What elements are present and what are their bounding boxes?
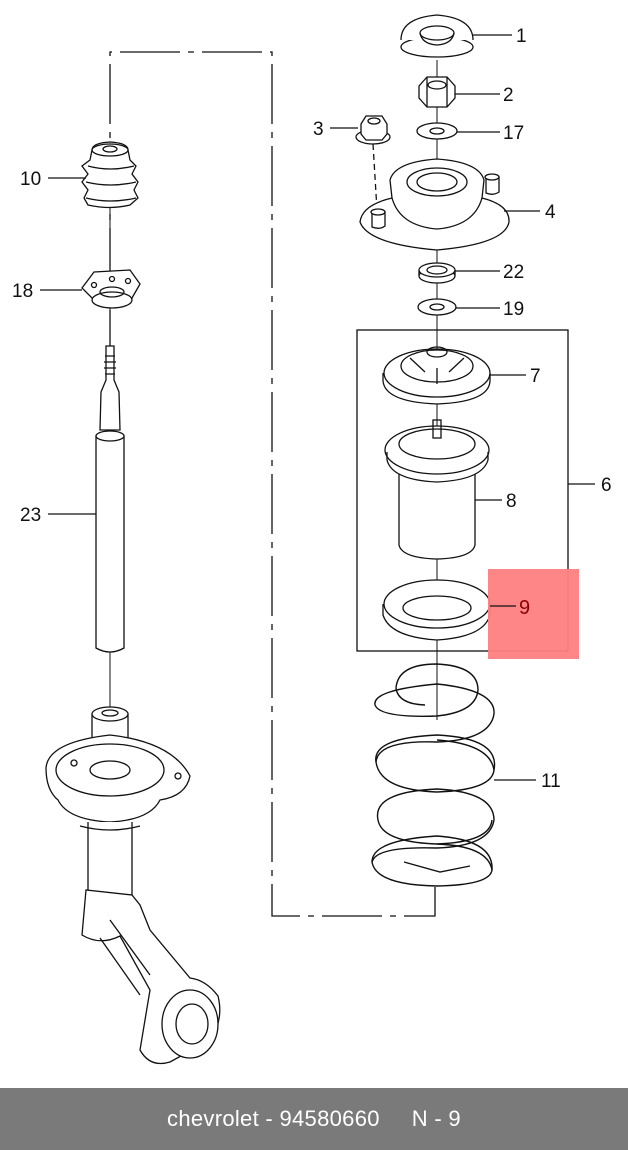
callout-7: 7	[530, 366, 541, 387]
callout-10: 10	[20, 169, 41, 190]
part-23-shock-absorber	[95, 345, 125, 653]
part-info-footer: chevrolet - 94580660 N - 9	[0, 1088, 628, 1150]
part-3-flange-nut	[355, 115, 391, 211]
callout-9: 9	[519, 597, 530, 619]
callout-19: 19	[503, 299, 524, 320]
part-7-bearing	[382, 346, 491, 405]
exploded-parts-diagram: 1 2 3 17 4 22 19 7 6 8 9 11 10 18 23	[12, 14, 612, 1065]
callout-23: 23	[20, 505, 41, 526]
callout-4: 4	[545, 202, 556, 223]
strut-housing-and-knuckle	[45, 706, 221, 1065]
footer-position-label: N - 9	[411, 1106, 461, 1131]
callout-2: 2	[503, 85, 514, 106]
callout-18: 18	[12, 281, 33, 302]
callout-1: 1	[516, 26, 527, 47]
footer-part-number: 94580660	[279, 1106, 380, 1131]
callout-labels: 1 2 3 17 4 22 19 7 6 8 9 11 10 18 23	[12, 26, 612, 792]
part-18-plate	[81, 269, 141, 309]
part-22-bushing	[418, 262, 456, 284]
callout-3: 3	[313, 119, 324, 140]
assembly-connector-line	[109, 51, 436, 917]
callout-8: 8	[506, 491, 517, 512]
part-9-spring-seat	[382, 579, 491, 641]
footer-brand: chevrolet	[167, 1106, 259, 1131]
callout-22: 22	[503, 262, 524, 283]
highlight-box-9	[488, 569, 579, 659]
part-4-strut-mount	[359, 158, 510, 251]
callout-17: 17	[503, 123, 524, 144]
part-2-nut	[418, 76, 456, 108]
leader-lines	[40, 34, 540, 781]
callout-11: 11	[541, 771, 561, 792]
part-8-dust-boot	[384, 419, 490, 560]
callout-6: 6	[601, 475, 612, 496]
part-10-bump-stop	[81, 141, 139, 209]
part-17-washer	[416, 122, 458, 140]
kit-6-bracket	[356, 329, 569, 652]
footer-separator: -	[265, 1106, 274, 1131]
part-1-top-cap	[400, 14, 474, 58]
part-11-coil-spring	[371, 663, 496, 887]
part-19-washer	[417, 298, 457, 316]
